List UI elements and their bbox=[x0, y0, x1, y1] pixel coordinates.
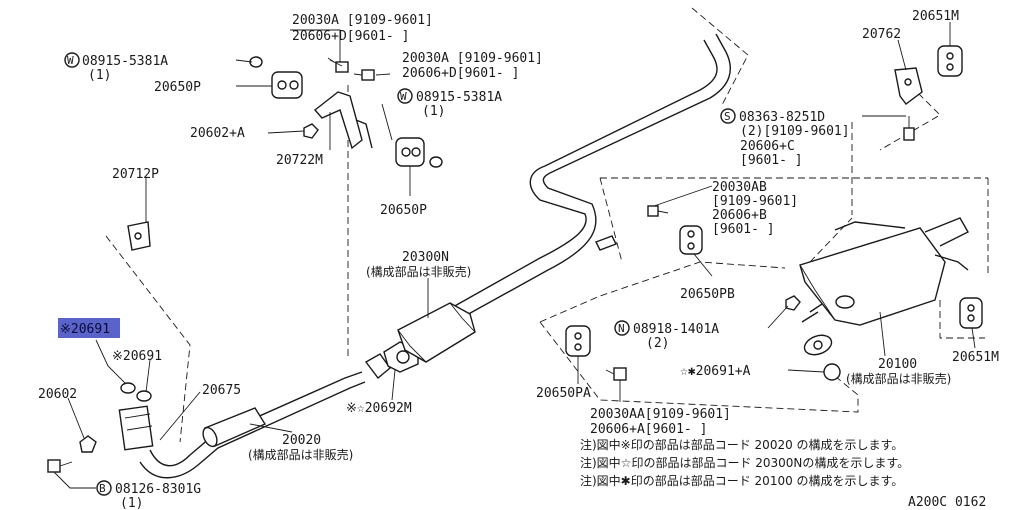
label-20606d-upper[interactable]: 20606+D[9601- ] bbox=[292, 29, 409, 44]
label-20606b[interactable]: 20606+B bbox=[712, 208, 767, 223]
sub-20020: (構成部品は非販売) bbox=[248, 447, 353, 462]
qty-08126: (1) bbox=[120, 496, 143, 510]
bolt-20030aa[interactable] bbox=[605, 367, 627, 381]
sub-20100: (構成部品は非販売) bbox=[846, 371, 951, 386]
label-08915-upper[interactable]: 08915-5381A bbox=[82, 54, 168, 69]
washer-marker-icon-2 bbox=[397, 88, 413, 104]
label-20675[interactable]: 20675 bbox=[202, 383, 241, 398]
label-20602[interactable]: 20602 bbox=[38, 387, 77, 402]
range-20606c: [9601- ] bbox=[740, 153, 803, 168]
marker-w-upper: W bbox=[67, 54, 74, 67]
washer-marker-icon bbox=[64, 52, 80, 68]
nut-20602a[interactable] bbox=[303, 123, 319, 139]
hanger-bracket-20722m[interactable] bbox=[313, 91, 373, 150]
label-20650pa[interactable]: 20650PA bbox=[536, 386, 591, 401]
marker-s: S bbox=[724, 110, 731, 123]
sub-20300n: (構成部品は非販売) bbox=[366, 264, 471, 279]
label-08126[interactable]: 08126-8301G bbox=[115, 482, 201, 497]
bolt-20030a-lower[interactable] bbox=[353, 69, 375, 81]
label-20030aa[interactable]: 20030AA[9109-9601] bbox=[590, 407, 731, 422]
marker-n: N bbox=[618, 322, 625, 335]
main-muffler[interactable] bbox=[799, 217, 969, 326]
diagram-code: A200C 0162 bbox=[908, 495, 986, 510]
rubber-hanger-20650pa[interactable] bbox=[565, 325, 591, 357]
label-20691-highlighted[interactable]: ※20691 bbox=[60, 322, 110, 337]
range-20606b: [9601- ] bbox=[712, 222, 775, 237]
label-20606d-lower[interactable]: 20606+D[9601- ] bbox=[402, 66, 519, 81]
leader-lines bbox=[53, 22, 976, 489]
label-20651m-top[interactable]: 20651M bbox=[912, 9, 959, 24]
label-20762[interactable]: 20762 bbox=[862, 27, 901, 42]
screw-marker-icon bbox=[720, 108, 736, 124]
label-20030a-upper[interactable]: 20030A [9109-9601] bbox=[292, 13, 433, 28]
rubber-hanger-20650p-upper[interactable] bbox=[271, 71, 303, 99]
label-20030ab[interactable]: 20030AB bbox=[712, 180, 767, 195]
bolt-08126[interactable] bbox=[47, 459, 73, 473]
label-20692m[interactable]: ※☆20692M bbox=[346, 401, 412, 416]
highlight-box bbox=[58, 318, 120, 338]
label-20650pb[interactable]: 20650PB bbox=[680, 287, 735, 302]
bracket-20712p[interactable] bbox=[127, 221, 151, 251]
bolt-20030a-upper[interactable] bbox=[327, 57, 349, 73]
qty-08363: (2)[9109-9601] bbox=[740, 124, 850, 139]
bolt-marker-icon bbox=[96, 480, 112, 496]
rubber-hanger-20650p-lower[interactable] bbox=[395, 137, 425, 167]
label-20300n[interactable]: 20300N bbox=[402, 250, 449, 265]
qty-08918: (2) bbox=[646, 336, 669, 351]
nut-08918[interactable] bbox=[785, 295, 801, 311]
footnote-2: 注)図中☆印の部品は部品コード 20300Nの構成を示します。 bbox=[580, 455, 909, 470]
bolt-20030ab[interactable] bbox=[647, 205, 669, 217]
footnote-1: 注)図中※印の部品は部品コード 20020 の構成を示します。 bbox=[580, 437, 903, 452]
label-20691[interactable]: ※20691 bbox=[112, 349, 162, 364]
rubber-hanger-20650pb[interactable] bbox=[679, 225, 703, 255]
gasket-20691-pair[interactable] bbox=[120, 382, 152, 402]
nut-20602[interactable] bbox=[79, 435, 97, 453]
callout-labels: 20030A [9109-9601] 20606+D[9601- ] W 089… bbox=[38, 9, 999, 510]
bracket-20762[interactable] bbox=[894, 67, 923, 105]
washer-08915-lower[interactable] bbox=[429, 156, 443, 168]
footnote-3: 注)図中✱印の部品は部品コード 20100 の構成を示します。 bbox=[580, 473, 903, 488]
label-20712p[interactable]: 20712P bbox=[112, 167, 159, 182]
nut-marker-icon bbox=[614, 320, 630, 336]
center-pipe-assembly[interactable] bbox=[397, 33, 731, 363]
label-20722m[interactable]: 20722M bbox=[276, 153, 323, 168]
label-20650p-lower[interactable]: 20650P bbox=[380, 203, 427, 218]
label-20691a[interactable]: ☆✱20691+A bbox=[680, 364, 751, 379]
gasket-20691a[interactable] bbox=[823, 363, 841, 381]
label-20650p-upper[interactable]: 20650P bbox=[154, 80, 201, 95]
label-08918[interactable]: 08918-1401A bbox=[633, 322, 719, 337]
label-08363[interactable]: 08363-8251D bbox=[739, 110, 825, 125]
label-20651m-bottom[interactable]: 20651M bbox=[952, 350, 999, 365]
range-20030ab: [9109-9601] bbox=[712, 194, 798, 209]
front-resonator[interactable] bbox=[200, 407, 267, 449]
rubber-hanger-20651m-top[interactable] bbox=[937, 45, 963, 77]
footnotes: 注)図中※印の部品は部品コード 20020 の構成を示します。 注)図中☆印の部… bbox=[580, 437, 986, 510]
rubber-hanger-20651m-bottom[interactable] bbox=[959, 297, 983, 329]
label-20606c[interactable]: 20606+C bbox=[740, 139, 795, 154]
label-20020[interactable]: 20020 bbox=[282, 433, 321, 448]
label-20602a[interactable]: 20602+A bbox=[190, 126, 245, 141]
bolt-08363[interactable] bbox=[903, 116, 915, 141]
qty-08915-upper: (1) bbox=[88, 68, 111, 83]
label-08915-lower[interactable]: 08915-5381A bbox=[416, 90, 502, 105]
label-20100[interactable]: 20100 bbox=[878, 357, 917, 372]
marker-w-lower: W bbox=[400, 90, 407, 103]
label-20030a-lower[interactable]: 20030A [9109-9601] bbox=[402, 51, 543, 66]
label-20606a[interactable]: 20606+A[9601- ] bbox=[590, 422, 707, 437]
qty-08915-lower: (1) bbox=[422, 104, 445, 119]
marker-b: B bbox=[99, 482, 106, 495]
